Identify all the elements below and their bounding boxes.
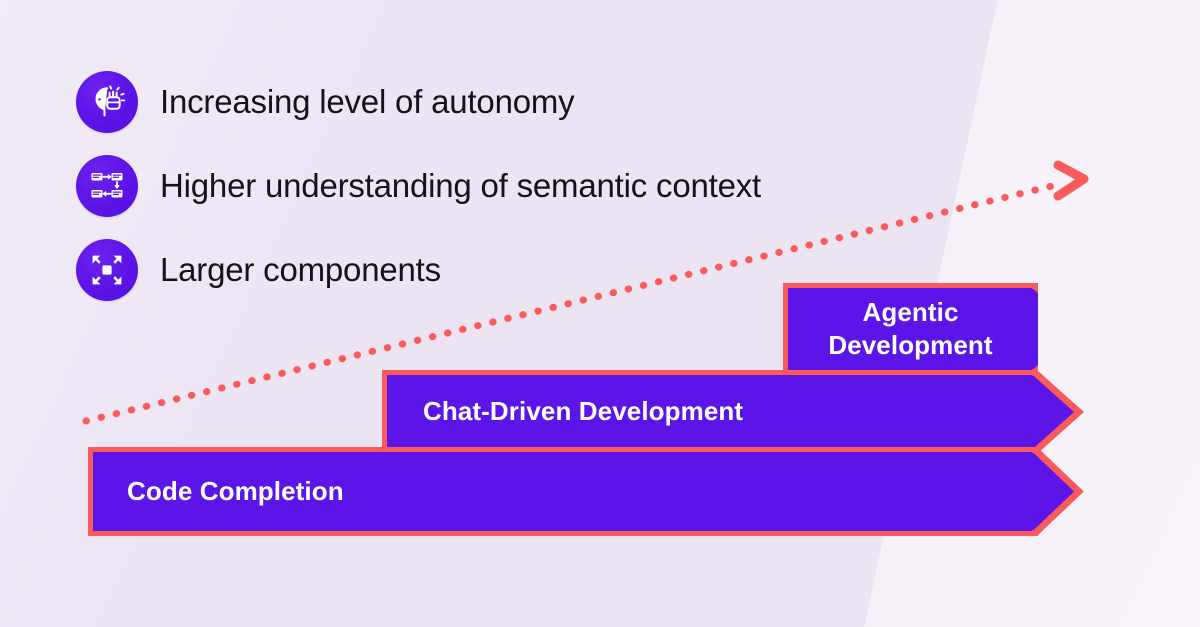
stage-label-chat-driven-development: Chat-Driven Development — [423, 396, 744, 427]
bullet-item-autonomy: Increasing level of autonomy — [76, 66, 976, 138]
arrow-head-icon-chat — [1032, 370, 1084, 454]
data-flow-icon — [76, 155, 138, 217]
bullet-item-semantic-context: Higher understanding of semantic context — [76, 150, 976, 222]
bullet-label-semantic-context: Higher understanding of semantic context — [160, 166, 762, 204]
bullet-label-autonomy: Increasing level of autonomy — [160, 82, 575, 120]
stage-bar-code-completion[interactable]: Code Completion — [88, 447, 1084, 536]
stage-bar-chat-driven-development[interactable]: Chat-Driven Development — [382, 370, 1084, 454]
stage-bar-agentic-development[interactable]: Agentic Development — [783, 283, 1038, 375]
head-fist-icon — [76, 71, 138, 133]
arrow-head-icon-agentic — [1032, 283, 1038, 375]
bullet-label-larger-components: Larger components — [160, 250, 441, 288]
expand-arrows-icon — [76, 239, 138, 301]
arrow-head-icon-code — [1032, 447, 1084, 536]
stage-label-agentic-development: Agentic Development — [828, 296, 993, 360]
stage-label-code-completion: Code Completion — [127, 475, 344, 506]
feature-bullet-list: Increasing level of autonomy — [76, 66, 976, 318]
